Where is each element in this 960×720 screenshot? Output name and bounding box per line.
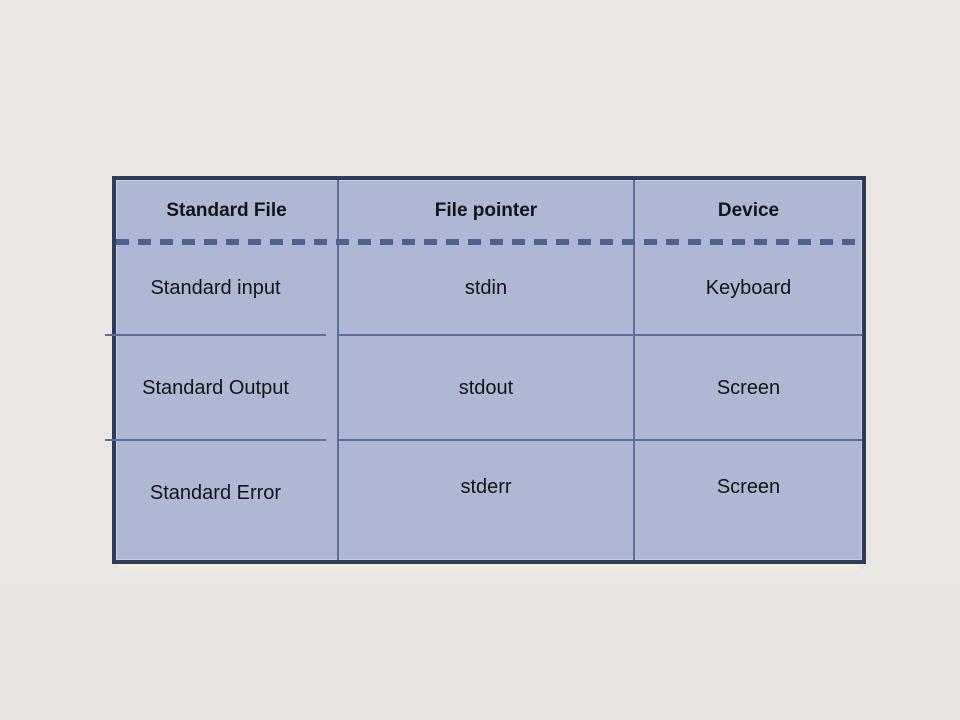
cell-stdout: stdout <box>337 334 633 439</box>
header-standard-file: Standard File <box>166 199 287 221</box>
cell-standard-error: Standard Error <box>105 439 326 560</box>
header-file-pointer: File pointer <box>337 180 633 242</box>
cell-screen-stdout: Screen <box>633 334 862 439</box>
standard-streams-table: Standard File File pointer Device Standa… <box>105 176 866 569</box>
cell-stderr: stderr <box>337 439 633 560</box>
cell-keyboard: Keyboard <box>633 242 862 334</box>
cell-standard-output: Standard Output <box>105 334 326 439</box>
cell-stdin: stdin <box>337 242 633 334</box>
cell-standard-input: Standard input <box>150 277 281 299</box>
cell-screen-stderr: Screen <box>633 439 862 560</box>
header-device: Device <box>633 180 862 242</box>
